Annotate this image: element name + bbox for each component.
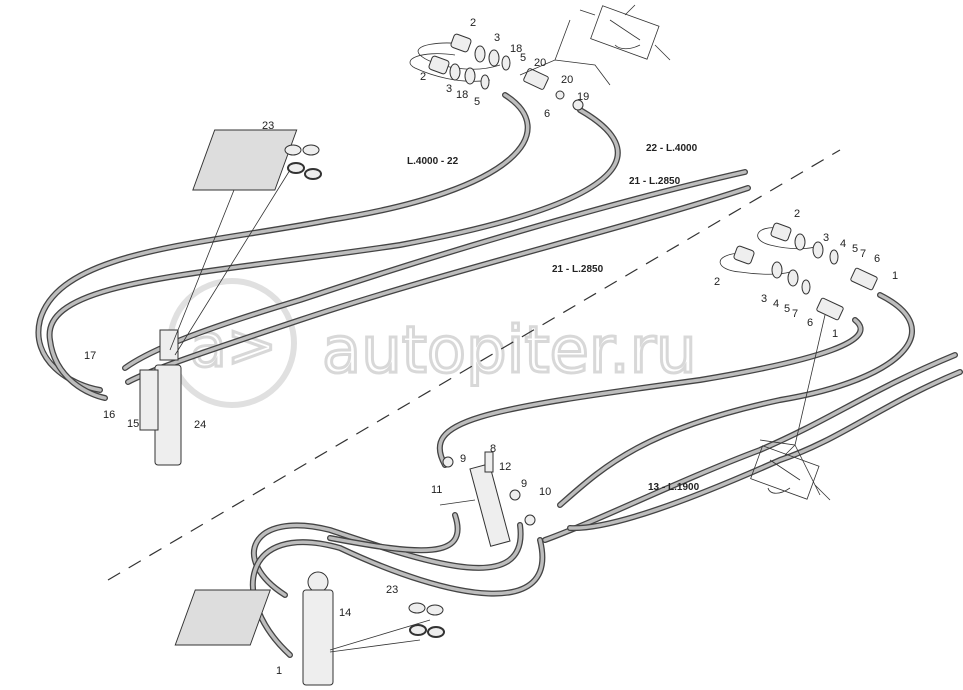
callout: 2 xyxy=(420,71,426,83)
watermark-text: autopiter.ru xyxy=(322,314,697,388)
callout: 20 xyxy=(561,74,573,86)
right-fittings xyxy=(719,222,878,501)
hose-bottom-1 xyxy=(251,522,524,598)
callout: 23 xyxy=(262,120,274,132)
callout: 1 xyxy=(832,328,838,340)
hose-long-right-1 xyxy=(542,352,958,543)
callout: 10 xyxy=(539,486,551,498)
callout: 9 xyxy=(521,478,527,490)
hose-labels: L.4000 - 22 22 - L.4000 21 - L.2850 21 -… xyxy=(407,143,700,493)
hose-label: 21 - L.2850 xyxy=(629,176,681,187)
callout: 6 xyxy=(874,253,880,265)
separator-line xyxy=(107,149,841,581)
callout: 4 xyxy=(840,238,846,250)
callout: 5 xyxy=(520,52,526,64)
callout: 4 xyxy=(773,298,779,310)
hose-21-lower xyxy=(125,185,751,385)
bottom-cylinder-labels: 23 14 1 xyxy=(276,584,398,677)
callout: 18 xyxy=(510,43,522,55)
hose-22-left xyxy=(35,92,531,393)
callout: 5 xyxy=(852,243,858,255)
hose-label: 21 - L.2850 xyxy=(552,264,604,275)
hose-label: 13 - L.1900 xyxy=(648,482,700,493)
valve-symbol-icon xyxy=(579,4,671,61)
top-labels: 2 3 18 5 20 2 3 18 5 20 19 6 xyxy=(420,17,589,120)
hose-22-right xyxy=(46,107,621,401)
hose-bottom-3 xyxy=(327,512,461,554)
callout: 5 xyxy=(474,96,480,108)
callout: 2 xyxy=(794,208,800,220)
callout: 3 xyxy=(823,232,829,244)
callout: 3 xyxy=(761,293,767,305)
hose-label: L.4000 - 22 xyxy=(407,156,459,167)
callout: 12 xyxy=(499,461,511,473)
hose-13b xyxy=(436,317,864,468)
right-group-labels: 2 3 4 5 7 6 1 2 3 4 5 7 6 1 xyxy=(714,208,898,340)
hose-label: 22 - L.4000 xyxy=(646,143,698,154)
callout: 5 xyxy=(784,303,790,315)
callout: 19 xyxy=(577,91,589,103)
hose-13 xyxy=(557,292,915,508)
valve-symbol-icon-2 xyxy=(750,444,831,501)
callout: 2 xyxy=(470,17,476,29)
valve-block-labels: 8 9 12 11 9 10 xyxy=(431,443,551,498)
callout: 7 xyxy=(792,308,798,320)
callout: 6 xyxy=(544,108,550,120)
callout: 15 xyxy=(127,418,139,430)
watermark-logo: a> autopiter.ru xyxy=(167,278,698,408)
callout: 23 xyxy=(386,584,398,596)
callout: 1 xyxy=(276,665,282,677)
callout: 14 xyxy=(339,607,351,619)
callout: 18 xyxy=(456,89,468,101)
callout: 7 xyxy=(860,248,866,260)
valve-block xyxy=(439,451,536,547)
left-cylinder xyxy=(139,129,322,466)
callout: 6 xyxy=(807,317,813,329)
callout: 2 xyxy=(714,276,720,288)
hose-long-right-2 xyxy=(567,369,963,532)
callout: 24 xyxy=(194,419,206,431)
callout: 11 xyxy=(431,484,442,496)
left-cylinder-labels: 23 17 16 15 24 xyxy=(84,120,274,431)
callout: 17 xyxy=(84,350,96,362)
callout: 3 xyxy=(494,32,500,44)
callout: 3 xyxy=(446,83,452,95)
callout: 1 xyxy=(892,270,898,282)
hose-bottom-2 xyxy=(249,537,546,658)
callout: 16 xyxy=(103,409,115,421)
callout: 8 xyxy=(490,443,496,455)
bottom-cylinder xyxy=(174,571,445,686)
callout: 20 xyxy=(534,57,546,69)
top-fittings xyxy=(409,4,671,111)
callout: 9 xyxy=(460,453,466,465)
